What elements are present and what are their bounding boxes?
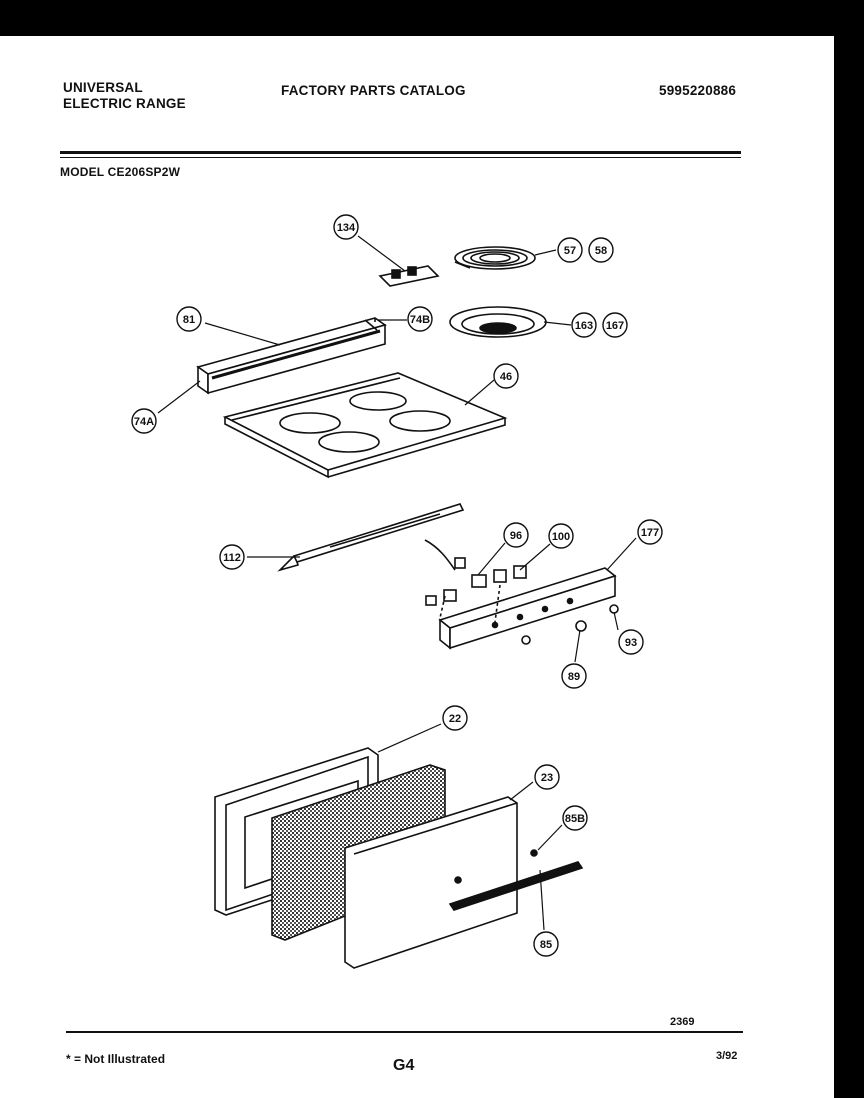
svg-text:23: 23: [541, 772, 553, 784]
revision-date: 3/92: [716, 1050, 738, 1062]
catalog-number: 5995220886: [659, 83, 737, 98]
oven-door-panel-part: [344, 796, 518, 969]
callout-93: 93: [618, 629, 644, 655]
svg-text:85B: 85B: [565, 813, 585, 825]
svg-text:89: 89: [568, 671, 580, 683]
door-handle-part: [448, 849, 584, 911]
svg-text:96: 96: [510, 530, 522, 542]
svg-text:134: 134: [337, 222, 356, 234]
svg-text:46: 46: [500, 371, 512, 383]
header-rule-thick: [60, 151, 741, 154]
panel-brace-part: [277, 503, 465, 572]
callout-74b: 74B: [407, 306, 433, 332]
brand-line-2: ELECTRIC RANGE: [63, 96, 186, 111]
brand-line-1: UNIVERSAL: [63, 80, 143, 95]
header-rule-thin: [60, 157, 741, 158]
knob-part: [521, 604, 619, 645]
callout-100: 100: [548, 523, 574, 549]
terminal-block-part: [378, 265, 440, 287]
callout-134: 134: [333, 214, 359, 240]
callout-177: 177: [637, 519, 663, 545]
callout-167: 167: [602, 312, 628, 338]
svg-text:22: 22: [449, 713, 461, 725]
callout-85: 85: [533, 931, 559, 957]
callout-74a: 74A: [131, 408, 157, 434]
callout-96: 96: [503, 522, 529, 548]
callout-85b: 85B: [562, 805, 588, 831]
callout-163: 163: [571, 312, 597, 338]
leader-lines: [157, 235, 637, 931]
svg-text:58: 58: [595, 245, 607, 257]
svg-text:74A: 74A: [134, 416, 154, 428]
model-label: MODEL CE206SP2W: [60, 165, 181, 179]
not-illustrated-note: * = Not Illustrated: [66, 1052, 166, 1066]
catalog-title: FACTORY PARTS CATALOG: [281, 83, 466, 98]
callout-23: 23: [534, 764, 560, 790]
callout-58: 58: [588, 237, 614, 263]
control-panel-part: [438, 567, 617, 650]
cooktop-part: [222, 372, 508, 479]
drawing-number: 2369: [670, 1016, 695, 1028]
svg-text:177: 177: [641, 527, 659, 539]
callout-112: 112: [219, 544, 245, 570]
callout-57: 57: [557, 237, 583, 263]
svg-text:112: 112: [223, 552, 241, 564]
callout-46: 46: [493, 363, 519, 389]
svg-text:163: 163: [575, 320, 593, 332]
footer-rule: [66, 1031, 743, 1033]
svg-text:85: 85: [540, 939, 552, 951]
backguard-trim-part: [196, 317, 387, 395]
drip-bowl-part: [449, 306, 547, 338]
svg-text:167: 167: [606, 320, 624, 332]
infinite-switch-part: [424, 539, 527, 606]
surface-element-part: [454, 246, 536, 270]
callout-81: 81: [176, 306, 202, 332]
svg-text:57: 57: [564, 245, 576, 257]
svg-text:74B: 74B: [410, 314, 430, 326]
callout-89: 89: [561, 663, 587, 689]
svg-text:93: 93: [625, 637, 637, 649]
svg-text:81: 81: [183, 314, 195, 326]
page-code: G4: [393, 1057, 415, 1074]
callout-22: 22: [442, 705, 468, 731]
svg-text:100: 100: [552, 531, 570, 543]
